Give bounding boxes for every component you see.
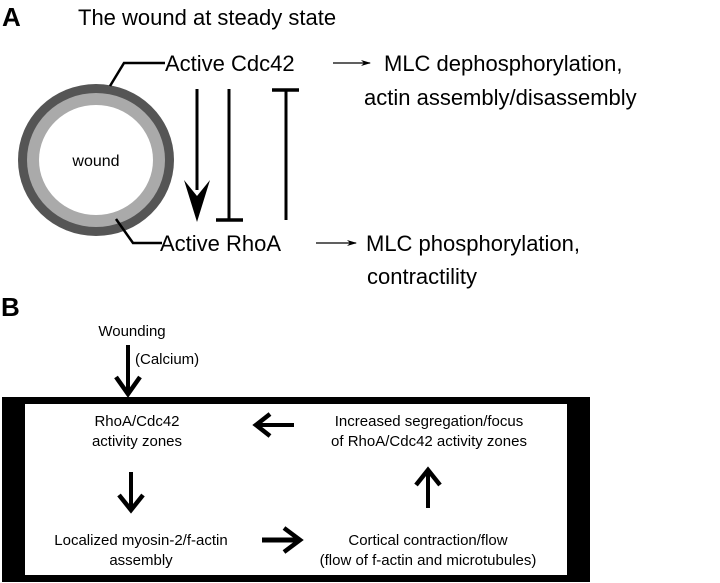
wound-ring: wound — [18, 84, 174, 236]
panel-b: B Wounding (Calcium) RhoA/Cdc42 activity… — [1, 292, 590, 582]
rhoa-label: Active RhoA — [160, 231, 281, 256]
rhoa-inhibits-cdc42 — [272, 88, 299, 220]
panel-a-label: A — [2, 2, 21, 32]
rhoa-effect-line2: contractility — [367, 264, 477, 289]
cycle-box — [2, 397, 590, 582]
wounding-arrow — [114, 345, 142, 398]
rhoa-leader-line — [114, 218, 162, 245]
box-interior — [25, 404, 567, 575]
contraction-line2: (flow of f-actin and microtubules) — [320, 552, 537, 569]
calcium-label: (Calcium) — [135, 351, 199, 368]
contraction-line1: Cortical contraction/flow — [348, 532, 507, 549]
panel-b-label: B — [1, 292, 20, 322]
rhoa-effect-line1: MLC phosphorylation, — [366, 231, 580, 256]
arrow-right-myosin-to-contraction — [262, 526, 304, 554]
zones-line2: activity zones — [92, 433, 182, 450]
cdc42-inhibits-rhoa — [216, 89, 243, 222]
wound-label: wound — [71, 153, 119, 170]
zones-line1: RhoA/Cdc42 — [94, 413, 179, 430]
segregation-line2: of RhoA/Cdc42 activity zones — [331, 433, 527, 450]
panel-a-title: The wound at steady state — [78, 5, 336, 30]
cdc42-effect-line2: actin assembly/disassembly — [364, 85, 637, 110]
arrow-down-zones-to-myosin — [117, 472, 145, 514]
cdc42-label: Active Cdc42 — [165, 51, 295, 76]
segregation-line1: Increased segregation/focus — [335, 413, 523, 430]
activation-arrow — [184, 89, 210, 222]
wound-area — [39, 105, 153, 215]
myosin-line1: Localized myosin-2/f-actin — [54, 532, 227, 549]
arrow-left-segregation-to-zones — [252, 412, 294, 438]
wounding-label: Wounding — [98, 323, 165, 340]
panel-a: A The wound at steady state wound Active… — [2, 2, 637, 289]
myosin-line2: assembly — [109, 552, 173, 569]
arrow-up-contraction-to-segregation — [414, 466, 442, 508]
cdc42-effect-line1: MLC dephosphorylation, — [384, 51, 622, 76]
cdc42-leader-line — [108, 61, 165, 87]
